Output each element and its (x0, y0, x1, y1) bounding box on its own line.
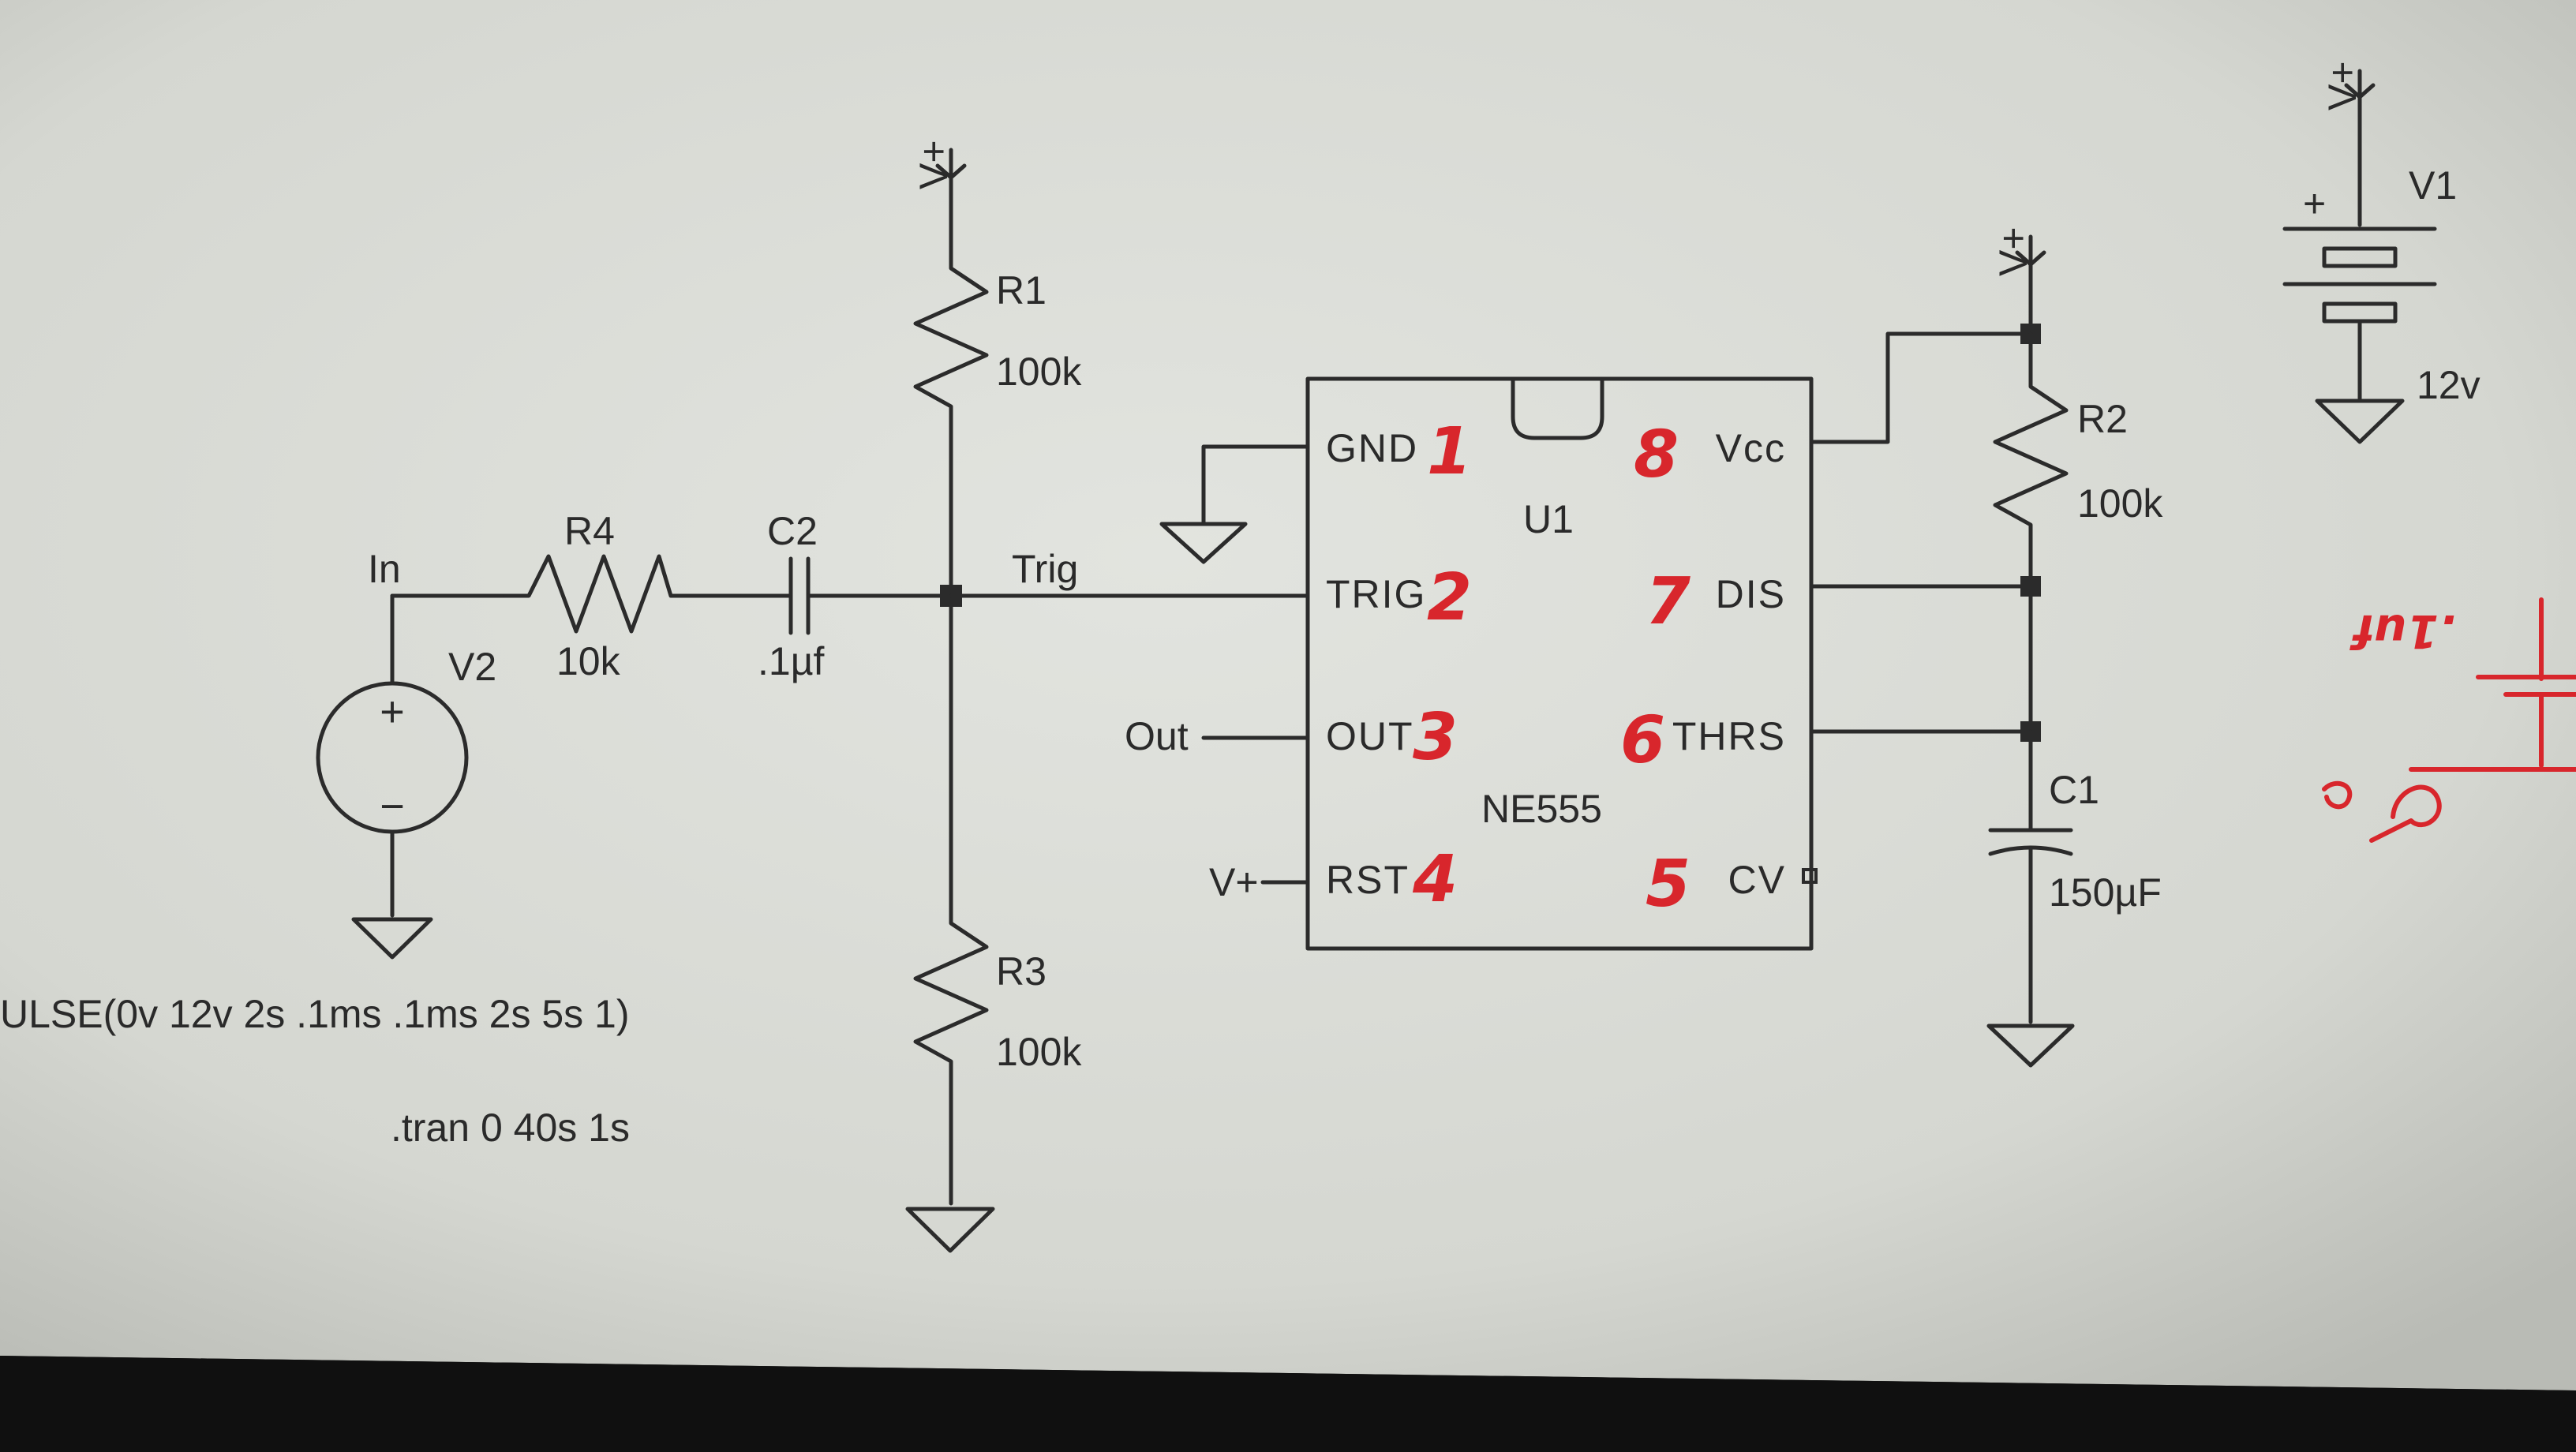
r2-resistor: R2 100k (1993, 331, 2163, 732)
junction-dis (2020, 576, 2041, 597)
u1-ne555: U1 NE555 GND TRIG OUT RST Vcc DIS THRS C… (1305, 376, 1818, 951)
pin-cv: CV (1728, 858, 1786, 902)
r2-ref: R2 (2077, 397, 2128, 441)
pin-number-6: 6 (1620, 703, 1665, 778)
c2-ref: C2 (767, 509, 818, 553)
v1-ground-symbol (2315, 399, 2405, 444)
v2-ref: V2 (448, 645, 496, 689)
r1-ref: R1 (996, 268, 1046, 312)
u1-ref: U1 (1523, 497, 1574, 541)
pin-dis: DIS (1716, 572, 1786, 616)
gnd-pin-ground (1159, 444, 1310, 564)
r3-resistor: R3 100k (905, 593, 1082, 1253)
red-pen-sketch: .1uf (2322, 597, 2576, 843)
v1-battery: + V1 12v (2282, 163, 2481, 444)
pin-gnd: GND (1326, 426, 1418, 470)
v1-ref: V1 (2409, 163, 2457, 208)
u1-part: NE555 (1481, 787, 1602, 831)
v2-minus-sign: − (380, 783, 405, 830)
tran-directive: .tran 0 40s 1s (391, 1106, 630, 1150)
c1-ref: C1 (2049, 768, 2099, 812)
pin-number-5: 5 (1646, 847, 1690, 922)
pin-trig: TRIG (1326, 572, 1426, 616)
r1-supply: V+ (912, 140, 967, 251)
pin-rst: RST (1326, 858, 1410, 902)
pin-number-2: 2 (1427, 560, 1472, 635)
r3-value: 100k (996, 1030, 1082, 1074)
c1-ground-symbol (1986, 1024, 2075, 1068)
pin-number-1: 1 (1427, 414, 1472, 489)
gnd-ground-symbol (1159, 522, 1248, 564)
r4-ref: R4 (564, 509, 615, 553)
v2-source: + − V2 (316, 593, 507, 960)
pulse-directive: ULSE(0v 12v 2s .1ms .1ms 2s 5s 1) (0, 992, 630, 1036)
v1-plus-sign: + (2303, 182, 2326, 226)
v1-supply-label: V+ (2320, 61, 2364, 110)
pin-number-3: 3 (1413, 700, 1458, 775)
c2-capacitor: C2 .1µf (739, 509, 953, 683)
r3-ground-symbol (905, 1207, 995, 1253)
net-label-in: In (368, 547, 401, 591)
handwritten-pin-numbers: 1 2 3 4 5 6 7 8 (1412, 414, 1690, 922)
net-label-trig: Trig (1012, 547, 1078, 591)
v1-supply: V+ (2320, 61, 2376, 227)
pin-vcc: Vcc (1716, 426, 1786, 470)
pin-out: OUT (1326, 714, 1414, 758)
c2-value: .1µf (758, 639, 825, 683)
r1-resistor: R1 100k (913, 246, 1082, 598)
r2-supply-label: V+ (1991, 226, 2035, 276)
c1-capacitor: C1 150µF (1986, 729, 2162, 1068)
handwritten-note: .1uf (2349, 604, 2456, 658)
cv-pin-marker (1802, 868, 1818, 884)
pin-number-7: 7 (1646, 564, 1690, 639)
pin-thrs: THRS (1672, 714, 1786, 758)
r3-ref: R3 (996, 949, 1046, 994)
net-label-out: Out (1125, 714, 1189, 758)
v2-ground-symbol (351, 917, 433, 960)
r2-supply: V+ (1991, 226, 2046, 336)
r2-value: 100k (2077, 481, 2163, 526)
v1-value: 12v (2417, 363, 2481, 407)
c1-value: 150µF (2049, 870, 2162, 915)
v2-plus-sign: + (380, 688, 405, 735)
pin-number-8: 8 (1634, 417, 1679, 492)
wire-vcc (1809, 331, 2033, 444)
pin-number-4: 4 (1412, 842, 1458, 917)
net-label-rst: V+ (1209, 860, 1259, 904)
r4-resistor: R4 10k (503, 509, 744, 683)
r1-supply-label: V+ (912, 140, 956, 189)
r1-value: 100k (996, 350, 1082, 394)
r4-value: 10k (556, 639, 621, 683)
